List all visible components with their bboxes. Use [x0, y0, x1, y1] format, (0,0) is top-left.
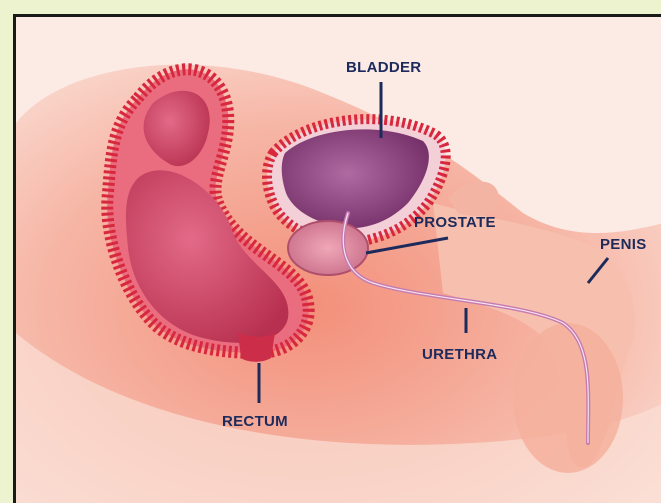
rectum-label: RECTUM — [222, 413, 288, 430]
rectum-shape — [238, 333, 275, 362]
prostate-shape — [288, 221, 368, 275]
testicle-shape — [513, 323, 623, 473]
urethra-label: URETHRA — [422, 346, 497, 363]
penis-label: PENIS — [600, 236, 647, 253]
illustration-frame: BLADDER PROSTATE PENIS URETHRA RECTUM — [13, 14, 661, 503]
prostate-label: PROSTATE — [414, 214, 496, 231]
bladder-label: BLADDER — [346, 59, 421, 76]
anatomy-illustration — [16, 17, 661, 503]
